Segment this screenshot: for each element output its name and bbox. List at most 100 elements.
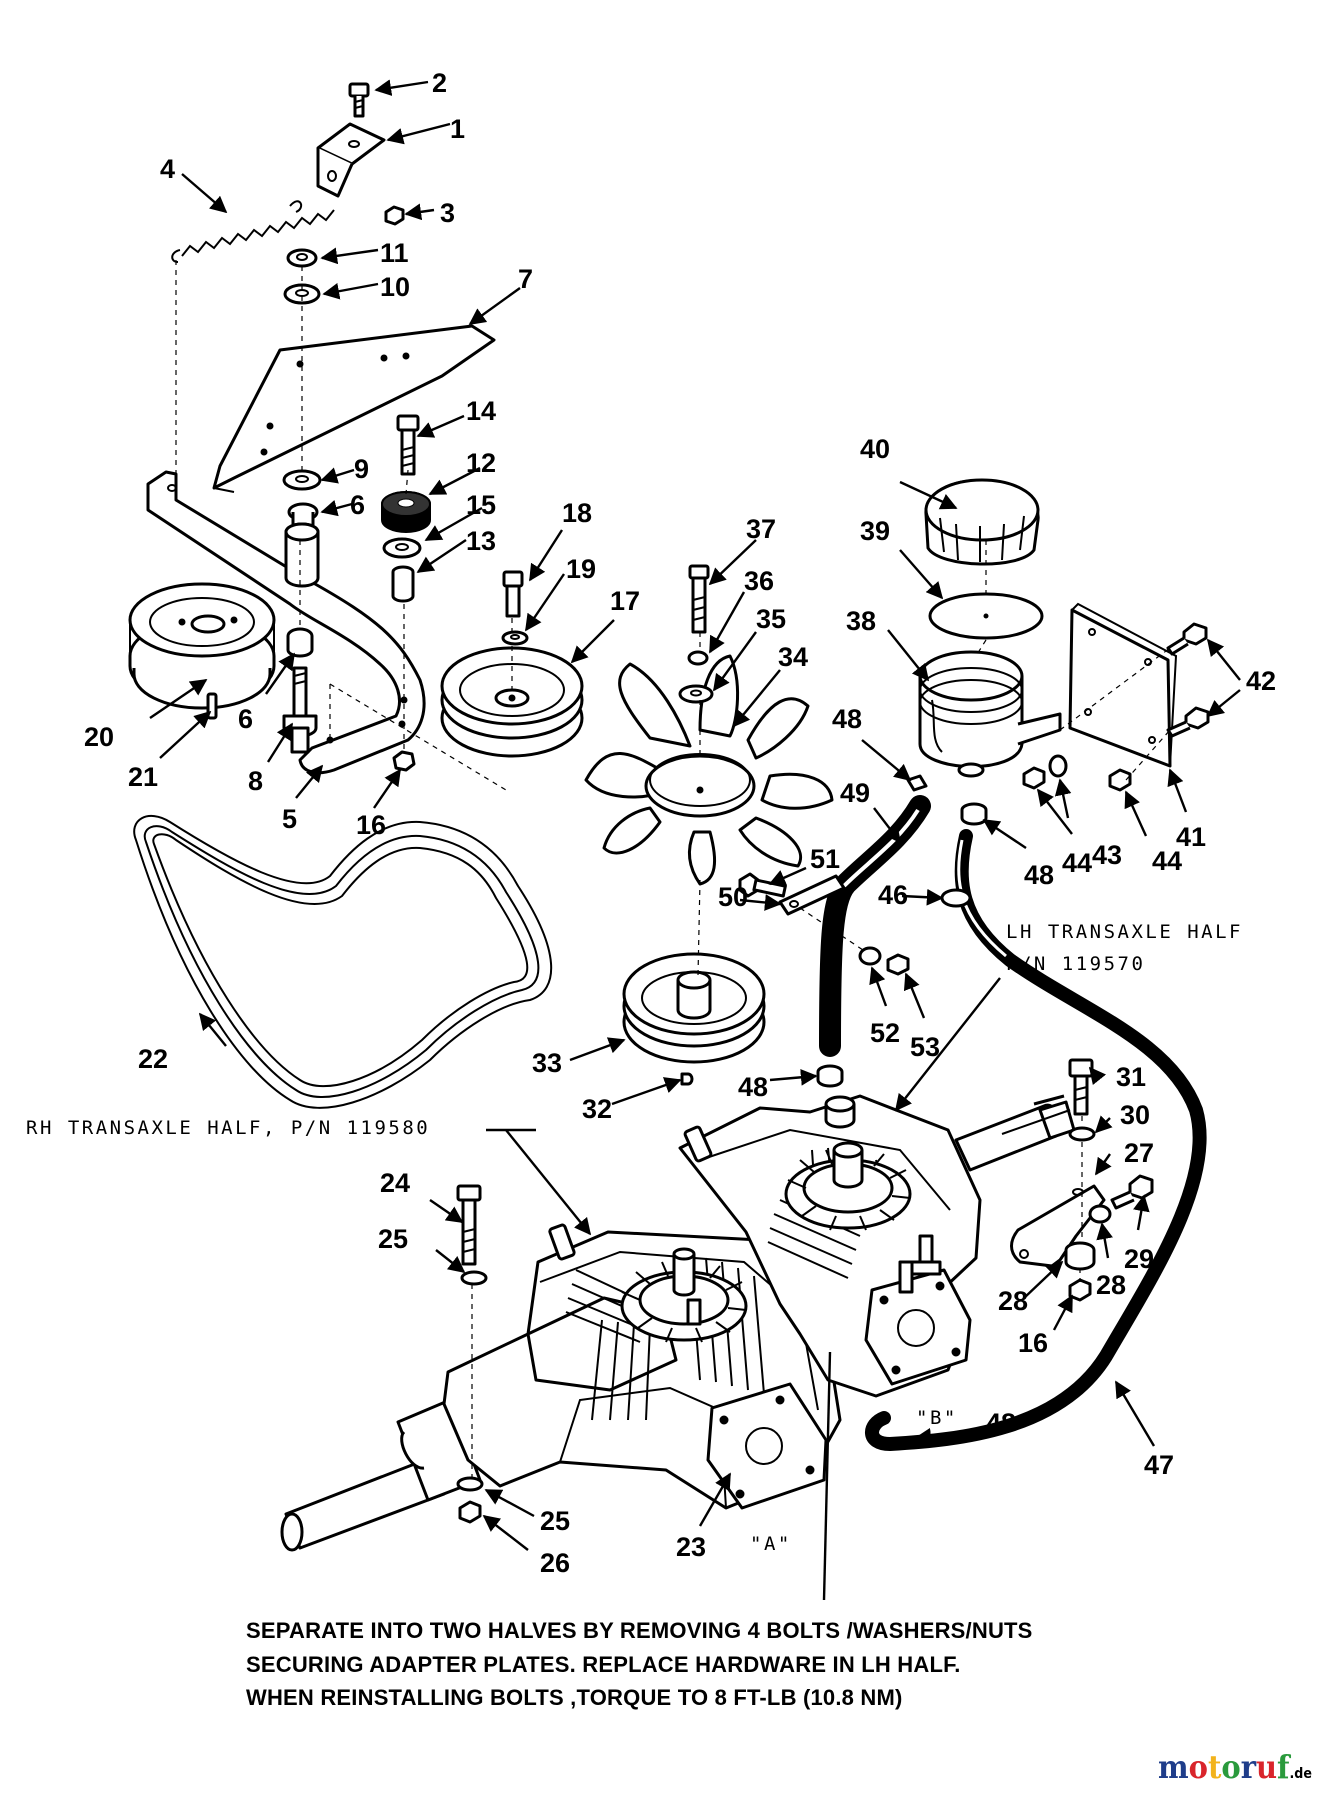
callout-7: 7 — [518, 264, 533, 294]
callout-53: 53 — [910, 1032, 940, 1062]
callout-18: 18 — [562, 498, 592, 528]
watermark-brand: motoruf — [1158, 1749, 1291, 1787]
watermark-logo: motoruf.de — [1158, 1749, 1312, 1787]
bracket-part-27 — [1010, 1184, 1106, 1268]
bolt-part-2 — [348, 82, 370, 118]
washer-part-11 — [286, 248, 318, 268]
callout-38: 38 — [846, 606, 876, 636]
note-line-1: SEPARATE INTO TWO HALVES BY REMOVING 4 B… — [246, 1618, 1033, 1643]
callout-6: 6 — [350, 490, 365, 520]
callout-52: 52 — [870, 1018, 900, 1048]
nut-part-53 — [886, 953, 910, 976]
callout-20: 20 — [84, 722, 114, 752]
spacer-part-28-left — [1064, 1241, 1096, 1271]
screw-part-42-a — [1166, 622, 1208, 656]
watermark-letter: r — [1241, 1749, 1257, 1787]
callout-25: 25 — [378, 1224, 408, 1254]
watermark-letter: u — [1256, 1749, 1277, 1787]
callout-23: 23 — [676, 1532, 706, 1562]
nut-part-26 — [458, 1500, 482, 1524]
note-line-2: SECURING ADAPTER PLATES. REPLACE HARDWAR… — [246, 1652, 961, 1677]
callout-32: 32 — [582, 1094, 612, 1124]
svg-text:motoruf.de: motoruf.de — [1158, 1749, 1312, 1787]
spacer-part-12 — [381, 491, 431, 533]
callout-42: 42 — [1246, 666, 1276, 696]
callout-17: 17 — [610, 586, 640, 616]
callout-22: 22 — [138, 1044, 168, 1074]
reservoir-part-38 — [918, 650, 1062, 778]
washer-part-30 — [1068, 1126, 1096, 1142]
marker-a-label: "A" — [750, 1533, 792, 1555]
hose-part-49 — [819, 795, 931, 1057]
bolt-part-24 — [456, 1184, 482, 1266]
bolt-part-37 — [688, 564, 710, 634]
washer-part-28-right — [1088, 1204, 1112, 1224]
callout-28b: 28 — [1096, 1270, 1126, 1300]
nut-part-44-a — [1022, 766, 1046, 790]
callout-44b: 44 — [1152, 846, 1182, 876]
bolt-part-31 — [1068, 1058, 1094, 1116]
callout-9: 9 — [354, 454, 369, 484]
callout-39: 39 — [860, 516, 890, 546]
callout-37: 37 — [746, 514, 776, 544]
callout-33: 33 — [532, 1048, 562, 1078]
washer-part-43 — [1048, 754, 1068, 778]
bracket-part-50 — [778, 874, 846, 916]
bolt-part-14 — [396, 414, 420, 476]
callout-16: 16 — [356, 810, 386, 840]
callout-25b: 25 — [540, 1506, 570, 1536]
watermark-suffix: .de — [1290, 1766, 1312, 1782]
screw-part-42-b — [1166, 706, 1210, 738]
rh-transaxle-label: RH TRANSAXLE HALF, P/N 119580 — [26, 1117, 430, 1139]
pulley-part-33 — [622, 952, 766, 1064]
washer-part-35 — [678, 684, 714, 704]
nut-part-16-lower — [1068, 1278, 1092, 1302]
washer-part-25-lower — [456, 1476, 484, 1492]
callout-43: 43 — [1092, 840, 1122, 870]
callout-19: 19 — [566, 554, 596, 584]
washer-part-25-upper — [460, 1270, 488, 1286]
callout-48d: 48 — [986, 1408, 1016, 1438]
pulley-part-17 — [440, 646, 584, 758]
watermark-letter: t — [1208, 1749, 1221, 1787]
callout-15: 15 — [466, 490, 496, 520]
callout-8: 8 — [248, 766, 263, 796]
washer-part-9 — [282, 469, 322, 491]
callout-49: 49 — [840, 778, 870, 808]
callout-2: 2 — [432, 68, 447, 98]
callout-40: 40 — [860, 434, 890, 464]
callout-41: 41 — [1176, 822, 1206, 852]
key-part-21 — [206, 692, 218, 720]
washer-part-15 — [382, 537, 422, 559]
callout-11: 11 — [380, 238, 409, 268]
nut-part-16-upper — [392, 750, 416, 772]
callout-12: 12 — [466, 448, 496, 478]
callout-27: 27 — [1124, 1138, 1154, 1168]
callout-6b: 6 — [238, 704, 253, 734]
belt-part-22 — [133, 815, 553, 1109]
washer-part-52 — [858, 946, 882, 966]
bolt-part-18 — [502, 570, 524, 618]
callout-44: 44 — [1062, 848, 1092, 878]
idler-plate-part-7 — [212, 324, 496, 493]
callout-36: 36 — [744, 566, 774, 596]
clamp-part-48-b — [816, 1064, 844, 1088]
watermark-letter: o — [1221, 1749, 1240, 1787]
callout-28: 28 — [998, 1286, 1028, 1316]
bolt-part-29 — [1110, 1174, 1154, 1210]
callout-14: 14 — [466, 396, 496, 426]
bushing-part-6-lower — [286, 627, 314, 658]
callout-4: 4 — [160, 154, 175, 184]
callout-30: 30 — [1120, 1100, 1150, 1130]
gasket-part-39 — [928, 592, 1044, 640]
fitting-part-46 — [940, 888, 972, 908]
callout-48a: 48 — [832, 704, 862, 734]
callout-26: 26 — [540, 1548, 570, 1578]
callout-5: 5 — [282, 804, 297, 834]
leader-lines — [149, 79, 1241, 1601]
callout-13: 13 — [466, 526, 496, 556]
callout-48b: 48 — [1024, 860, 1054, 890]
callout-31: 31 — [1116, 1062, 1146, 1092]
clamp-part-48-a — [906, 774, 928, 792]
